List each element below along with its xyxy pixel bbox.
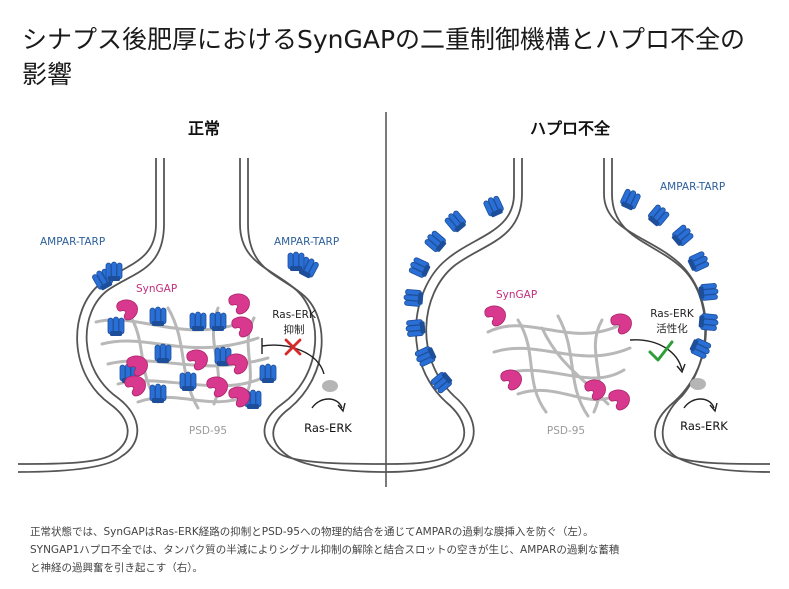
ampar-label-left-normal: AMPAR-TARP	[40, 236, 105, 248]
syngap-label-haplo: SynGAP	[496, 289, 537, 301]
spine-membrane-left	[18, 158, 387, 473]
caption-line-3: と神経の過興奮を引き起こす（右）。	[30, 562, 204, 574]
signal-label-normal-1: Ras-ERK	[272, 309, 317, 321]
ampar-label-haplo: AMPAR-TARP	[660, 181, 725, 193]
synapse-diagram: 正常	[18, 112, 770, 487]
inhibit-x-icon	[284, 338, 302, 356]
page-title: シナプス後肥厚におけるSynGAPの二重制御機構とハプロ不全の影響	[22, 25, 746, 89]
panel-haplo: ハプロ不全	[385, 119, 770, 473]
ras-erk-molecule-normal	[322, 380, 338, 392]
ampar-label-right-normal: AMPAR-TARP	[274, 236, 339, 248]
psd95-label-normal: PSD-95	[189, 425, 227, 437]
activation-arrow	[629, 339, 683, 371]
ras-erk-arrow-normal	[311, 398, 343, 409]
caption-line-1: 正常状態では、SynGAPはRas-ERK経路の抑制とPSD-95への物理的結合…	[30, 526, 594, 538]
inhibition-arrow	[261, 338, 325, 375]
psd95-network-right	[486, 314, 632, 418]
signal-label-normal-2: 抑制	[284, 323, 305, 336]
ras-erk-label-haplo: Ras-ERK	[680, 419, 728, 433]
figure-caption: 正常状態では、SynGAPはRas-ERK経路の抑制とPSD-95への物理的結合…	[30, 523, 770, 577]
heading-normal: 正常	[188, 119, 220, 138]
panel-normal: 正常	[18, 119, 387, 473]
check-icon	[648, 340, 674, 362]
ras-erk-arrow-haplo	[683, 398, 715, 409]
signal-label-haplo-1: Ras-ERK	[650, 308, 695, 320]
signal-label-haplo-2: 活性化	[656, 322, 688, 335]
psd95-label-haplo: PSD-95	[547, 425, 585, 437]
ras-erk-label-normal: Ras-ERK	[304, 421, 352, 435]
ras-erk-molecule-haplo	[690, 378, 706, 390]
caption-line-2: SYNGAP1ハプロ不全では、タンパク質の半減によりシグナル抑制の解除と結合スロ…	[30, 544, 620, 556]
heading-haplo: ハプロ不全	[530, 119, 611, 138]
spine-membrane-right	[385, 158, 770, 473]
syngap-label-normal: SynGAP	[136, 283, 177, 295]
